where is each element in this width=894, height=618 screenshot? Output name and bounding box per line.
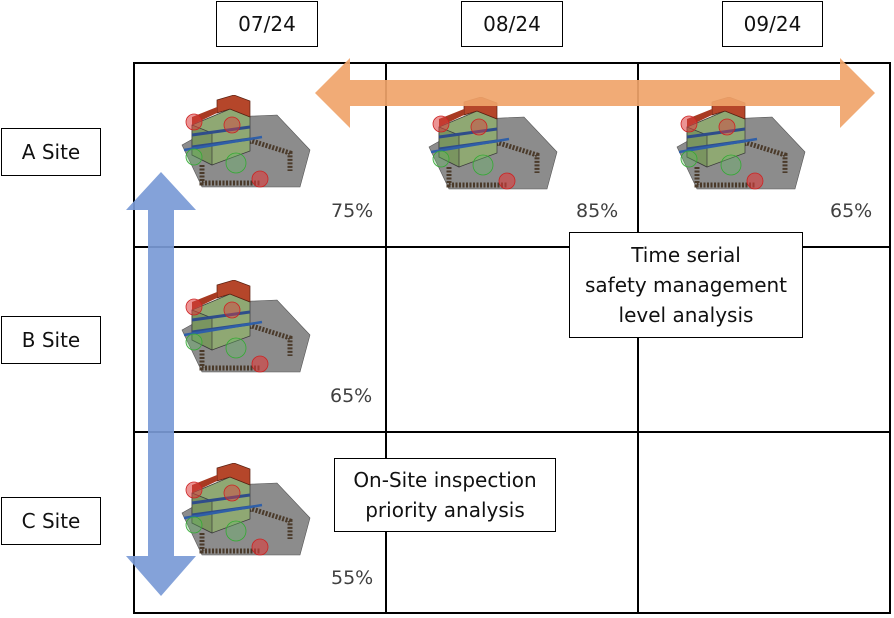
column-header-0824: 08/24 bbox=[461, 1, 563, 47]
row-header-c-site: C Site bbox=[1, 497, 101, 545]
grid-divider-col-2 bbox=[637, 62, 639, 614]
column-header-0924: 09/24 bbox=[722, 1, 823, 47]
site-priority-arrow bbox=[126, 172, 196, 596]
grid-divider-col-1 bbox=[385, 62, 387, 614]
callout-line: level analysis bbox=[618, 303, 754, 327]
time-serial-arrow bbox=[315, 58, 875, 128]
callout-line: Time serial bbox=[631, 243, 741, 267]
callout-line: On-Site inspection bbox=[353, 468, 537, 492]
safety-level-a-0924: 65% bbox=[830, 200, 873, 222]
grid-divider-row-2 bbox=[133, 431, 891, 433]
row-header-a-site: A Site bbox=[1, 128, 101, 176]
row-header-b-site: B Site bbox=[1, 316, 101, 364]
time-serial-callout: Time serial safety management level anal… bbox=[569, 232, 803, 338]
site-time-grid bbox=[133, 62, 891, 614]
onsite-inspection-callout: On-Site inspection priority analysis bbox=[334, 458, 556, 532]
safety-level-b-0724: 65% bbox=[330, 385, 373, 407]
callout-line: safety management bbox=[584, 273, 788, 297]
grid-divider-row-1 bbox=[133, 246, 891, 248]
callout-line: priority analysis bbox=[365, 498, 525, 522]
safety-level-a-0824: 85% bbox=[576, 200, 619, 222]
safety-level-a-0724: 75% bbox=[331, 200, 374, 222]
safety-level-c-0724: 55% bbox=[331, 567, 374, 589]
column-header-0724: 07/24 bbox=[216, 1, 318, 47]
